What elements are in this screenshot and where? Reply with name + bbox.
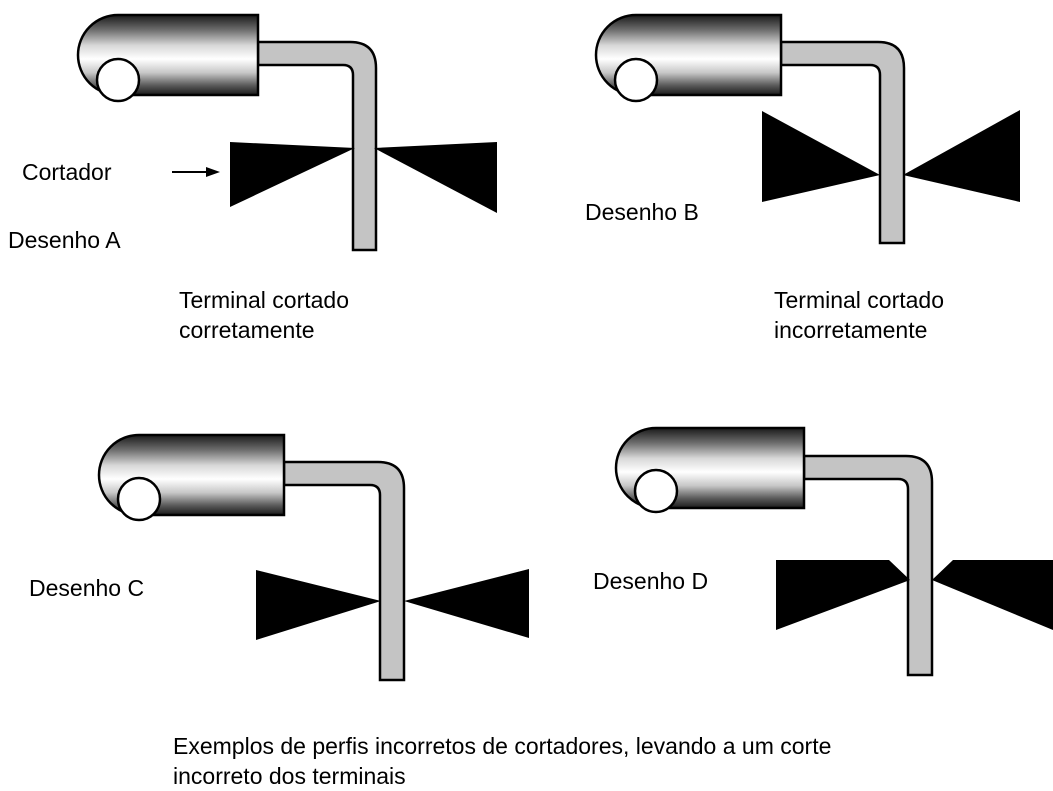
drawing-b-caption: Terminal cortado incorretamente xyxy=(774,285,944,345)
arrow-head-icon xyxy=(206,167,220,177)
caption-line: Terminal cortado xyxy=(179,287,350,313)
cable-end-circle xyxy=(95,57,141,103)
footer-line: incorreto dos terminais xyxy=(173,763,406,789)
cutter-label: Cortador xyxy=(22,159,112,185)
caption-line: incorretamente xyxy=(774,317,928,343)
drawing-a xyxy=(76,13,497,252)
lead-wire xyxy=(256,40,378,252)
drawing-c xyxy=(97,433,529,682)
cable-end-circle xyxy=(116,476,162,522)
drawing-d-label: Desenho D xyxy=(593,568,709,594)
footer-caption: Exemplos de perfis incorretos de cortado… xyxy=(173,731,831,791)
lead-wire xyxy=(802,454,934,677)
cable-end-circle xyxy=(633,468,679,514)
cutter-blade-right xyxy=(903,110,1020,202)
cutter-blade-right xyxy=(374,142,497,213)
cutter-blade-right xyxy=(932,560,1053,630)
cable-end-circle xyxy=(613,57,659,103)
drawing-d xyxy=(614,426,1053,677)
caption-line: Terminal cortado xyxy=(774,287,945,313)
drawing-a-caption: Terminal cortado corretamente xyxy=(179,285,349,345)
caption-line: corretamente xyxy=(179,317,315,343)
drawing-b xyxy=(594,13,1020,245)
drawing-b-label: Desenho B xyxy=(585,199,699,225)
lead-wire xyxy=(282,460,406,682)
footer-line: Exemplos de perfis incorretos de cortado… xyxy=(173,733,832,759)
cutter-blade-left xyxy=(256,570,381,640)
drawing-a-label: Desenho A xyxy=(8,227,121,253)
drawing-c-label: Desenho C xyxy=(29,575,145,601)
cutter-blade-left xyxy=(776,560,910,630)
cutter-blade-left xyxy=(230,142,355,207)
cutter-blade-left xyxy=(762,111,880,202)
lead-wire xyxy=(779,40,906,245)
cutter-blade-right xyxy=(404,569,529,638)
